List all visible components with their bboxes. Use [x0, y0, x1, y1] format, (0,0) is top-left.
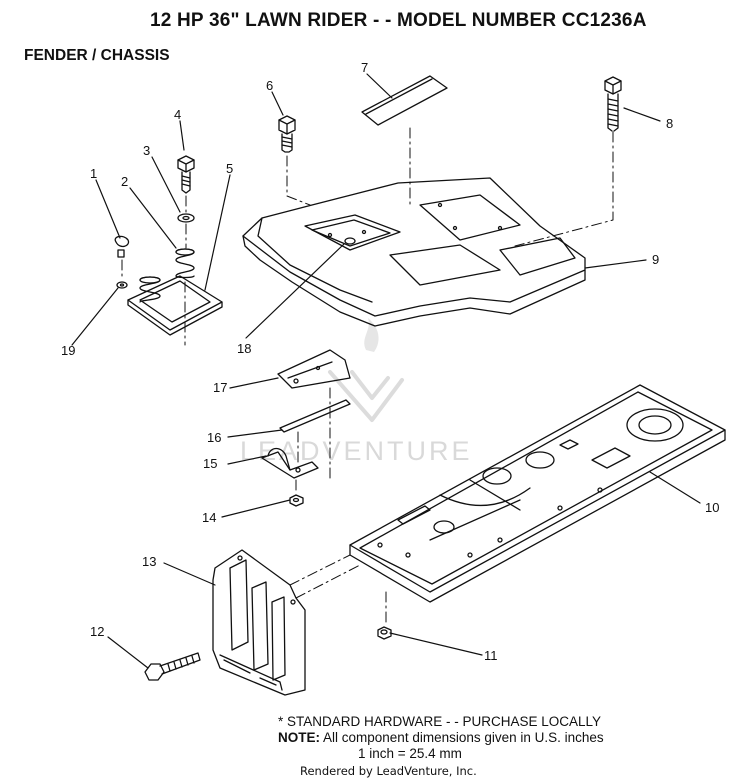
part-13-panel: [212, 549, 306, 696]
callout-7: 7: [361, 60, 368, 75]
callout-labels: 1 2 3 4 5 6 7 8 9 10 11 12 13 14 15 16 1…: [61, 60, 719, 663]
callout-4: 4: [174, 107, 181, 122]
callout-14: 14: [202, 510, 216, 525]
part-19-washer: [116, 281, 128, 289]
callout-10: 10: [705, 500, 719, 515]
callout-9: 9: [652, 252, 659, 267]
callout-13: 13: [142, 554, 156, 569]
callout-3: 3: [143, 143, 150, 158]
part-5-plate-assembly: [127, 275, 223, 336]
part-8-bolt: [604, 76, 622, 132]
callout-2: 2: [121, 174, 128, 189]
note-text: All component dimensions given in U.S. i…: [323, 730, 604, 745]
page-title: 12 HP 36" LAWN RIDER - - MODEL NUMBER CC…: [150, 10, 647, 31]
conversion-note: 1 inch = 25.4 mm: [358, 746, 462, 761]
part-4-bolt: [177, 155, 195, 194]
watermark-logo: [328, 318, 404, 422]
part-10-chassis: [349, 384, 726, 603]
rendered-by-footer: Rendered by LeadVenture, Inc.: [300, 764, 477, 778]
part-3-washer: [177, 213, 195, 223]
part-7-decal: [361, 75, 448, 126]
callout-16: 16: [207, 430, 221, 445]
part-17-bracket: [277, 349, 351, 389]
standard-hardware-note: * STANDARD HARDWARE - - PURCHASE LOCALLY: [278, 714, 602, 729]
part-6-bolt: [278, 115, 296, 153]
part-11-nut: [377, 626, 392, 640]
leader-lines: [71, 73, 701, 669]
assembly-lines: [121, 127, 614, 626]
part-15-clamp: [261, 447, 319, 479]
callout-11: 11: [484, 648, 498, 663]
part-2-spring: [175, 248, 195, 279]
callout-1: 1: [90, 166, 97, 181]
callout-15: 15: [203, 456, 217, 471]
part-18-screw: [344, 237, 356, 245]
callout-8: 8: [666, 116, 673, 131]
part-16-strip: [279, 399, 351, 433]
watermark-text: LEADVENTURE: [240, 436, 473, 466]
callout-6: 6: [266, 78, 273, 93]
callout-12: 12: [90, 624, 104, 639]
dimension-note: NOTE: All component dimensions given in …: [278, 730, 604, 746]
callout-17: 17: [213, 380, 227, 395]
part-9-fender: [242, 177, 586, 327]
section-subtitle: FENDER / CHASSIS: [24, 47, 170, 64]
notes-block: * STANDARD HARDWARE - - PURCHASE LOCALLY…: [278, 714, 604, 762]
callout-5: 5: [226, 161, 233, 176]
callout-19: 19: [61, 343, 75, 358]
note-label: NOTE:: [278, 730, 320, 745]
callout-18: 18: [237, 341, 251, 356]
part-14-nut: [289, 494, 304, 507]
part-12-bolt: [144, 652, 201, 681]
part-1-clip: [114, 235, 130, 258]
